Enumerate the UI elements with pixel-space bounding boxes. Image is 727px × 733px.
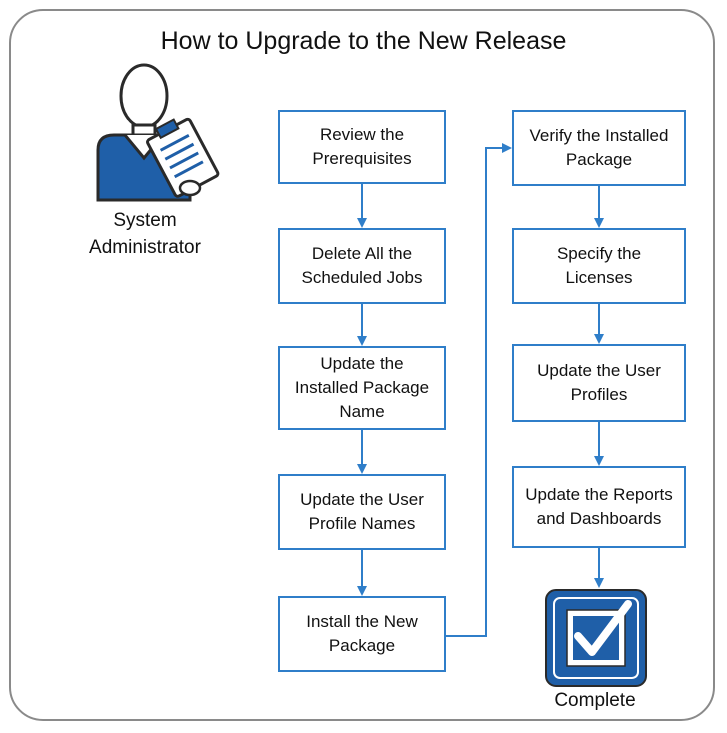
- step-update-installed-package-name: Update the Installed Package Name: [278, 346, 446, 430]
- actor-label-line2: Administrator: [89, 237, 201, 258]
- step-verify-installed-package: Verify the Installed Package: [512, 110, 686, 186]
- step-update-reports-dashboards: Update the Reports and Dashboards: [512, 466, 686, 548]
- step-delete-scheduled-jobs: Delete All the Scheduled Jobs: [278, 228, 446, 304]
- diagram-title: How to Upgrade to the New Release: [160, 27, 567, 55]
- step-install-new-package: Install the New Package: [278, 596, 446, 672]
- step-update-user-profiles: Update the User Profiles: [512, 344, 686, 422]
- actor-label-line1: System: [113, 210, 177, 231]
- step-review-prerequisites: Review the Prerequisites: [278, 110, 446, 184]
- step-update-user-profile-names: Update the User Profile Names: [278, 474, 446, 550]
- complete-label: Complete: [554, 690, 636, 711]
- actor-label: System Administrator: [60, 207, 230, 261]
- step-specify-licenses: Specify the Licenses: [512, 228, 686, 304]
